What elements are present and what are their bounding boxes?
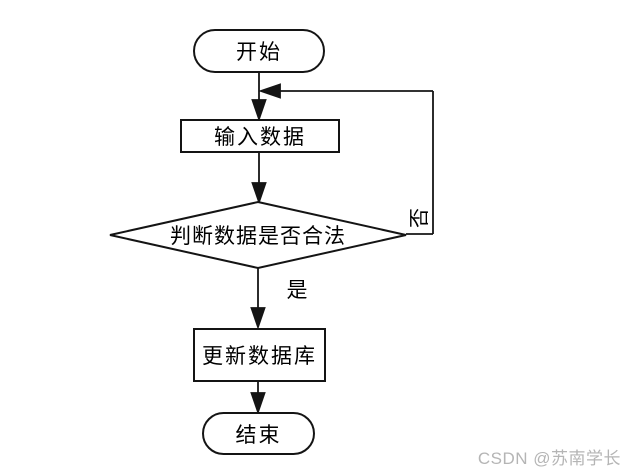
node-start-label: 开始 bbox=[236, 41, 282, 64]
node-decision-label: 判断数据是否合法 bbox=[170, 225, 346, 248]
edge-decision-to-update bbox=[250, 268, 266, 330]
edge-input-to-decision bbox=[251, 153, 267, 205]
node-input-label: 输入数据 bbox=[214, 126, 306, 149]
arrowhead-down-icon bbox=[250, 392, 266, 415]
arrowhead-down-icon bbox=[251, 99, 267, 122]
edge-start-to-input bbox=[251, 73, 267, 122]
edge-label-no: 否 bbox=[408, 208, 431, 228]
node-end: 结束 bbox=[202, 412, 315, 455]
node-update-label: 更新数据库 bbox=[202, 345, 317, 368]
arrowhead-down-icon bbox=[250, 307, 266, 330]
arrowhead-left-icon bbox=[258, 83, 281, 99]
watermark-text: CSDN @苏南学长 bbox=[477, 449, 621, 468]
arrowhead-down-icon bbox=[251, 182, 267, 205]
node-end-label: 结束 bbox=[235, 423, 282, 447]
node-input: 输入数据 bbox=[180, 119, 340, 153]
edge-update-to-end bbox=[250, 382, 266, 415]
edge-label-yes: 是 bbox=[286, 279, 308, 302]
edge-decision-feedback-loop bbox=[258, 83, 434, 235]
node-start: 开始 bbox=[193, 29, 325, 73]
node-update: 更新数据库 bbox=[193, 328, 326, 382]
node-decision-label-box: 判断数据是否合法 bbox=[110, 202, 406, 268]
